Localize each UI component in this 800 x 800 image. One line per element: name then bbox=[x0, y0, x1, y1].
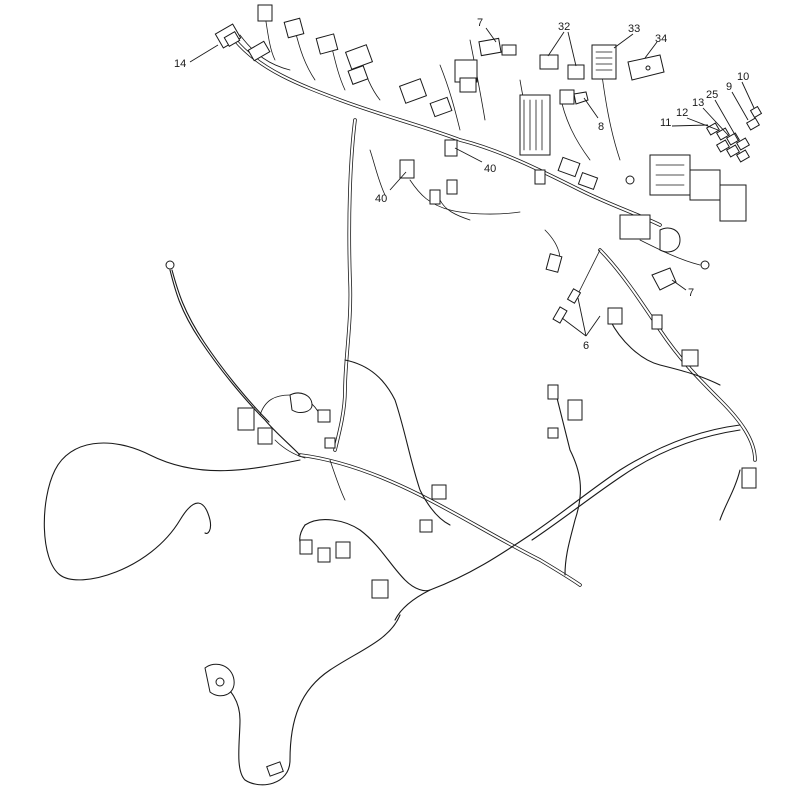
connector-8 bbox=[559, 89, 575, 105]
plug-b bbox=[317, 547, 331, 563]
connectors bbox=[165, 4, 763, 777]
callout-9: 9 bbox=[726, 81, 732, 93]
connector-center-a bbox=[547, 384, 559, 400]
callout-34: 34 bbox=[655, 33, 667, 45]
connector-7-right bbox=[651, 267, 677, 291]
callout-8: 8 bbox=[598, 121, 604, 133]
callout-10: 10 bbox=[737, 71, 749, 83]
connector-mid-a bbox=[398, 78, 428, 104]
callout-7-top: 7 bbox=[477, 17, 483, 29]
ring-terminal bbox=[165, 260, 175, 270]
callout-12: 12 bbox=[676, 107, 688, 119]
connector-32b bbox=[567, 64, 585, 80]
callout-25: 25 bbox=[706, 89, 718, 101]
connector-near-6 bbox=[545, 253, 563, 273]
connector-mid-b bbox=[429, 96, 453, 118]
connector-top-a bbox=[257, 4, 273, 22]
connector-33 bbox=[591, 44, 617, 80]
connector-right-b bbox=[681, 349, 699, 367]
relay-block bbox=[519, 94, 551, 156]
fuse-row bbox=[705, 105, 763, 163]
harness-wires bbox=[43, 14, 757, 786]
callout-11: 11 bbox=[660, 117, 671, 129]
callout-40-left: 40 bbox=[375, 193, 387, 205]
junction-box bbox=[619, 214, 651, 240]
connector-32a bbox=[539, 54, 559, 70]
connector-block-right-b bbox=[689, 169, 721, 201]
callout-40-right: 40 bbox=[484, 163, 496, 175]
connector-far-right bbox=[741, 467, 757, 489]
connector-center-b bbox=[567, 399, 583, 421]
connector-top-c bbox=[315, 33, 339, 55]
connector-6 bbox=[552, 306, 568, 324]
callout-33: 33 bbox=[628, 23, 640, 35]
callout-13: 13 bbox=[692, 97, 704, 109]
connector-7-top bbox=[478, 37, 502, 57]
callout-32: 32 bbox=[558, 21, 570, 33]
connector-40b bbox=[444, 139, 458, 157]
callout-6: 6 bbox=[583, 340, 589, 352]
connector-40a bbox=[399, 159, 415, 179]
callout-numbers: 14 7 32 33 34 10 9 25 13 12 11 8 40 40 7… bbox=[174, 17, 749, 352]
connector-small-a bbox=[247, 40, 271, 62]
plug-c bbox=[335, 541, 351, 559]
connector-bottom-inline bbox=[266, 761, 284, 777]
connector-top-d bbox=[344, 44, 374, 70]
callout-7-right: 7 bbox=[688, 287, 694, 299]
callout-leaders bbox=[189, 27, 755, 337]
connector-center-c bbox=[431, 484, 447, 500]
plug-a bbox=[299, 539, 313, 555]
callout-14: 14 bbox=[174, 58, 186, 70]
connector-right-a bbox=[607, 307, 623, 325]
plug-d bbox=[371, 579, 389, 599]
connector-left-a bbox=[237, 407, 255, 431]
connector-top-b bbox=[283, 17, 305, 39]
